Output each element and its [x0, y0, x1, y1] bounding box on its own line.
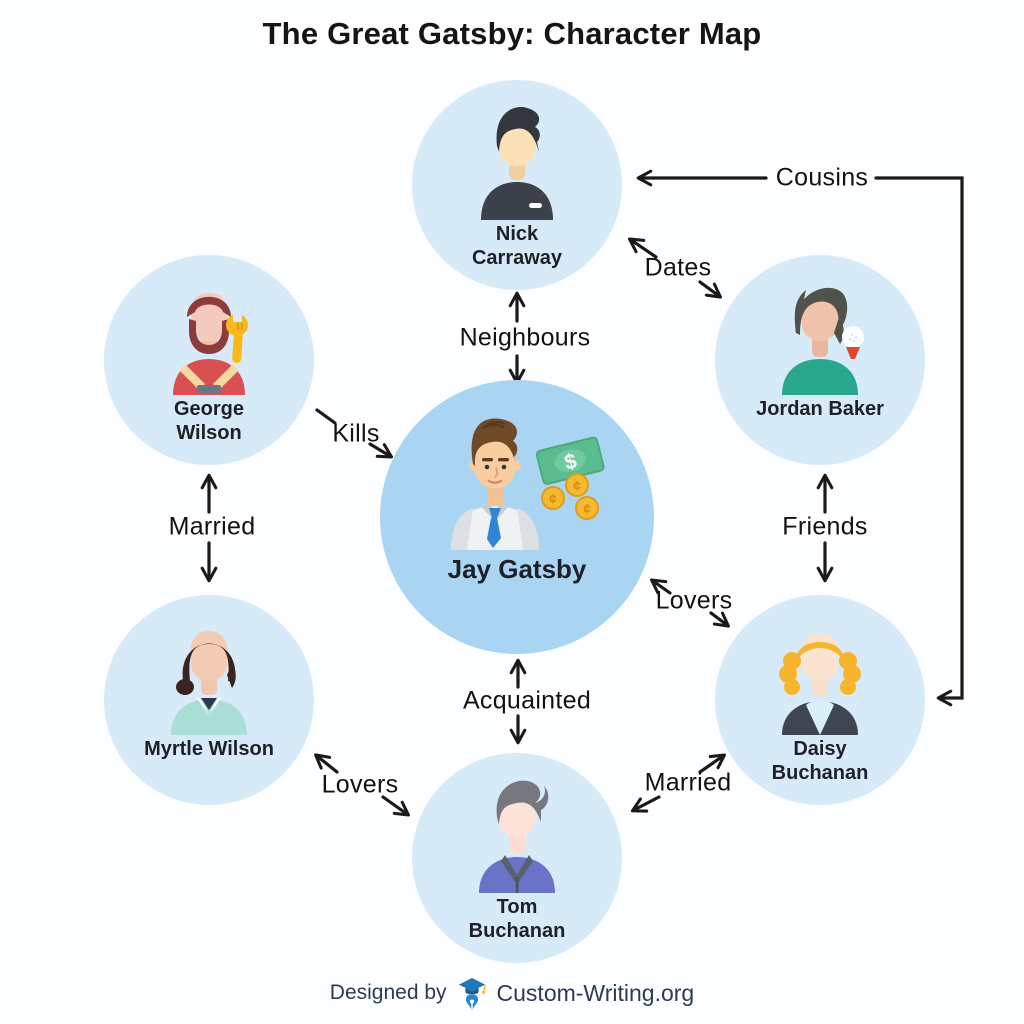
svg-text:¢: ¢ — [583, 501, 591, 517]
jordan-baker-avatar — [782, 287, 864, 395]
nick-carraway-avatar — [481, 107, 553, 220]
myrtle-wilson-avatar — [171, 631, 247, 735]
relationship-label-dates: Dates — [644, 253, 712, 282]
footer: Designed by Custom-Writing.org — [0, 976, 1024, 1010]
relationship-label-married-george-myrtle: Married — [168, 512, 256, 541]
designed-by-text: Designed by — [329, 981, 447, 1004]
relationship-label-friends: Friends — [782, 512, 868, 541]
custom-writing-logo-icon — [458, 978, 486, 1010]
character-name: Daisy Buchanan — [771, 738, 869, 784]
golf-ball-icon — [842, 326, 864, 359]
relationship-label-kills: Kills — [332, 419, 380, 448]
tom-buchanan-avatar — [479, 780, 555, 893]
relationship-label-lovers-gatsby-daisy: Lovers — [655, 586, 733, 615]
character-node-jay-gatsby: $ ¢ ¢ ¢ Jay Gatsby — [380, 380, 654, 654]
character-name: Jordan Baker — [756, 398, 884, 420]
character-node-george-wilson: George Wilson — [104, 255, 314, 465]
character-name: Jay Gatsby — [447, 554, 587, 584]
jay-gatsby-avatar: $ ¢ ¢ ¢ — [451, 418, 605, 550]
svg-text:¢: ¢ — [549, 491, 557, 507]
character-name: Myrtle Wilson — [144, 738, 274, 760]
svg-text:¢: ¢ — [573, 478, 581, 494]
page-title: The Great Gatsby: Character Map — [262, 16, 762, 51]
relationship-label-lovers-myrtle-tom: Lovers — [321, 770, 399, 799]
money-icon: $ ¢ ¢ ¢ — [535, 436, 605, 520]
character-node-nick-carraway: Nick Carraway — [412, 80, 622, 290]
character-node-tom-buchanan: Tom Buchanan — [412, 753, 622, 963]
relationship-label-neighbours: Neighbours — [459, 323, 591, 352]
daisy-buchanan-avatar — [779, 633, 861, 735]
character-name: Tom Buchanan — [468, 896, 566, 942]
character-node-daisy-buchanan: Daisy Buchanan — [715, 595, 925, 805]
wrench-icon — [226, 311, 248, 364]
relationship-label-married-tom-daisy: Married — [644, 768, 732, 797]
character-name: Nick Carraway — [471, 223, 563, 269]
brand-text: Custom-Writing.org — [496, 979, 695, 1006]
character-node-jordan-baker: Jordan Baker — [715, 255, 925, 465]
character-name: George Wilson — [173, 398, 245, 444]
relationship-label-acquainted: Acquainted — [462, 686, 592, 715]
character-node-myrtle-wilson: Myrtle Wilson — [104, 595, 314, 805]
relationship-label-cousins: Cousins — [775, 163, 869, 192]
george-wilson-avatar — [173, 293, 248, 395]
